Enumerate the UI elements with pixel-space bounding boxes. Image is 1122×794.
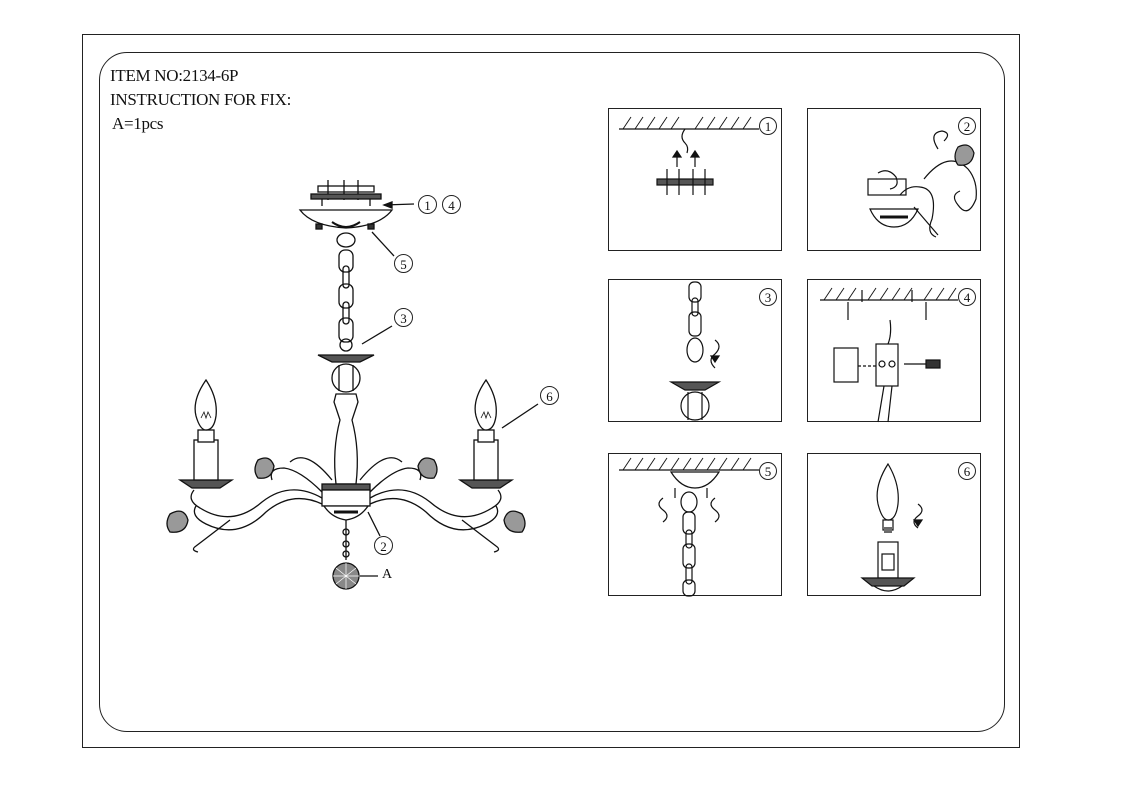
parts-count: A=1pcs: [112, 114, 164, 133]
callout-5: 5: [394, 254, 413, 273]
outer-frame: [82, 34, 1020, 748]
step-5-illustration: [619, 457, 759, 597]
chain: [336, 232, 356, 352]
center-column: [317, 354, 375, 521]
callout-3: 3: [394, 308, 413, 327]
left-candle: [177, 378, 235, 489]
step-3-illustration: [668, 281, 722, 421]
callout-2: 2: [374, 536, 393, 555]
step-4-illustration: [820, 287, 958, 423]
part-a-label: A: [382, 567, 393, 582]
leaf-ornaments: [166, 457, 526, 533]
step-panel-4: 4: [807, 279, 981, 423]
leader-lines: [360, 201, 539, 577]
step-panel-1: 1: [608, 108, 782, 251]
step-panel-5: 5: [608, 453, 782, 597]
step-2-number: 2: [958, 117, 976, 135]
step-4-number: 4: [958, 288, 976, 306]
step-2-illustration: [867, 130, 977, 238]
inner-frame: [99, 52, 1005, 732]
step-1-illustration: [619, 116, 759, 195]
mounting-bracket: [310, 180, 382, 206]
arms: [190, 457, 502, 553]
step-panel-3: 3: [608, 279, 782, 422]
step-5-number: 5: [759, 462, 777, 480]
step-3-number: 3: [759, 288, 777, 306]
ceiling-canopy: [298, 209, 394, 230]
right-candle: [457, 378, 515, 489]
instruction-title: INSTRUCTION FOR FIX:: [110, 90, 292, 109]
callout-6: 6: [540, 386, 559, 405]
crystal-pendant: [332, 520, 360, 590]
step-panel-6: 6: [807, 453, 981, 596]
step-6-number: 6: [958, 462, 976, 480]
callout-1: 1: [418, 195, 437, 214]
step-1-number: 1: [759, 117, 777, 135]
step-6-illustration: [860, 462, 924, 592]
item-number: ITEM NO:2134-6P: [110, 66, 239, 85]
step-panel-2: 2: [807, 108, 981, 251]
callout-4: 4: [442, 195, 461, 214]
